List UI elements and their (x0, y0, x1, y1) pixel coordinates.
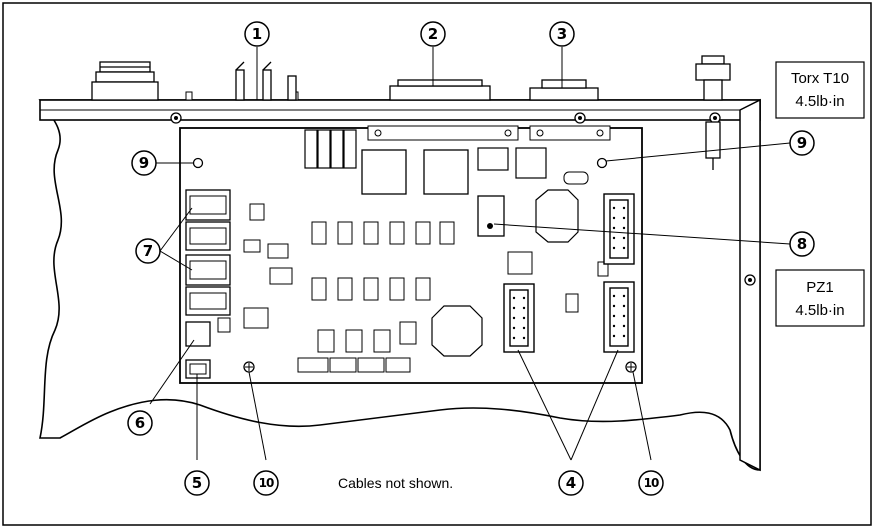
callout-7-label: 7 (143, 242, 153, 260)
callout-2-label: 2 (428, 25, 438, 43)
callout-5: 5 (184, 470, 210, 496)
torx-torque-box: Torx T10 4.5lb·in (775, 61, 865, 119)
callout-10-right: 10 (638, 470, 664, 496)
callout-3: 3 (549, 21, 575, 47)
callout-10-left-label: 10 (259, 476, 274, 490)
callout-6: 6 (127, 410, 153, 436)
callout-5-label: 5 (192, 474, 202, 492)
connector-6-icon (185, 321, 211, 347)
torx-torque-tool: Torx T10 (791, 70, 849, 87)
callout-6-label: 6 (135, 414, 145, 432)
callout-9-left-label: 9 (139, 154, 149, 172)
callout-10-right-label: 10 (644, 476, 659, 490)
callout-1-label: 1 (252, 25, 262, 43)
callout-9-right-label: 9 (797, 134, 807, 152)
bnc-connector-icon (91, 61, 159, 101)
callout-2: 2 (420, 21, 446, 47)
callout-3-label: 3 (557, 25, 567, 43)
callout-7: 7 (135, 238, 161, 264)
callout-10-left: 10 (253, 470, 279, 496)
callout-4: 4 (558, 470, 584, 496)
connector-3-icon (529, 79, 599, 101)
header-connector-icon (503, 193, 635, 353)
pz1-torque-value: 4.5lb·in (795, 302, 844, 319)
callout-4-label: 4 (566, 474, 576, 492)
connector-2-icon (389, 79, 491, 101)
torx-torque-value: 4.5lb·in (795, 93, 844, 110)
pz1-torque-tool: PZ1 (806, 279, 834, 296)
pz1-torque-box: PZ1 4.5lb·in (775, 269, 865, 327)
right-connector-icon (695, 55, 731, 170)
pcb-board (179, 125, 643, 384)
callout-8-label: 8 (797, 235, 807, 253)
connector-1-icon (235, 61, 297, 101)
rail-screw-icon (170, 112, 721, 124)
callout-8: 8 (789, 231, 815, 257)
callout-9-right: 9 (789, 130, 815, 156)
callout-9-left: 9 (131, 150, 157, 176)
board-screw-icon (192, 157, 637, 373)
cables-note: Cables not shown. (338, 475, 453, 491)
callout-1: 1 (244, 21, 270, 47)
leader-lines (149, 47, 791, 461)
